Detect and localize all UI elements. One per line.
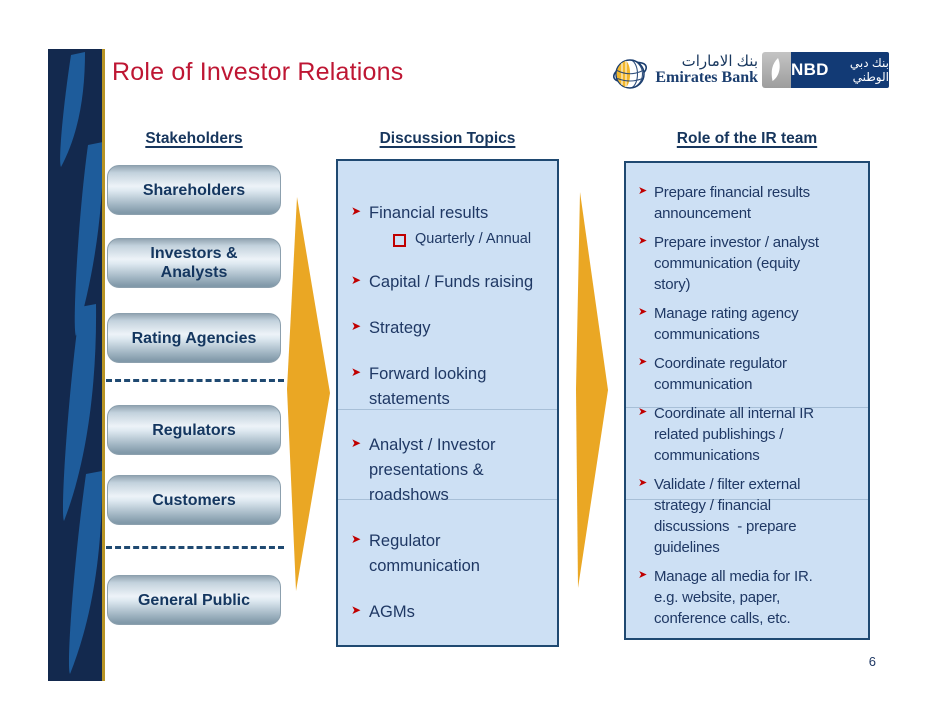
bullet-arrow-icon: ➤ — [351, 319, 362, 333]
discussion-sub-item: Quarterly / Annual — [393, 229, 551, 249]
flow-arrow-right — [576, 192, 608, 588]
column-header-stakeholders: Stakeholders — [145, 130, 243, 147]
discussion-item: ➤ Strategy — [351, 316, 551, 341]
emirates-bank-wordmark: Emirates Bank — [655, 69, 758, 86]
stakeholder-pill-general-public: General Public — [107, 575, 281, 625]
nbd-arabic-text: بنك دبي الوطني — [849, 56, 889, 84]
emirates-globe-icon — [612, 59, 648, 89]
stakeholder-pill-investors-analysts: Investors & Analysts — [107, 238, 281, 288]
stakeholder-pill-regulators: Regulators — [107, 405, 281, 455]
dashed-separator — [106, 546, 284, 549]
nbd-sail-emblem — [762, 52, 791, 88]
bullet-arrow-icon: ➤ — [638, 569, 648, 581]
page-title: Role of Investor Relations — [112, 58, 404, 86]
flow-arrow-left — [287, 197, 330, 591]
box-divider — [626, 407, 868, 408]
bullet-arrow-icon: ➤ — [638, 306, 648, 318]
discussion-topics-box: ➤ Financial results Quarterly / Annual ➤… — [336, 159, 559, 647]
ir-team-item: ➤ Coordinate regulator communication — [638, 355, 787, 393]
bullet-arrow-icon: ➤ — [638, 406, 648, 418]
box-divider — [626, 499, 868, 500]
page-number: 6 — [868, 654, 876, 669]
column-header-ir-team: Role of the IR team — [676, 130, 818, 147]
ir-team-item: ➤ Manage all media for IR. e.g. website,… — [638, 568, 813, 627]
bullet-arrow-icon: ➤ — [638, 185, 648, 197]
ir-team-item: ➤ Prepare investor / analyst communicati… — [638, 234, 819, 293]
ir-team-item: ➤ Manage rating agency communications — [638, 305, 799, 343]
discussion-item: ➤ Analyst / Investor presentations & roa… — [351, 433, 551, 508]
sub-bullet-square-icon — [393, 234, 406, 247]
discussion-item: ➤ AGMs — [351, 600, 551, 625]
ir-team-item: ➤ Prepare financial results announcement — [638, 184, 810, 222]
emirates-arabic-text: بنك الامارات — [681, 53, 758, 70]
bullet-arrow-icon: ➤ — [351, 204, 362, 218]
bullet-arrow-icon: ➤ — [351, 273, 362, 287]
sidebar-calligraphy-graphic — [48, 49, 105, 681]
stakeholder-pill-customers: Customers — [107, 475, 281, 525]
box-divider — [338, 499, 557, 500]
box-divider — [338, 409, 557, 410]
bullet-arrow-icon: ➤ — [351, 436, 362, 450]
stakeholder-pill-rating-agencies: Rating Agencies — [107, 313, 281, 363]
discussion-item: ➤ Forward looking statements — [351, 362, 551, 412]
ir-team-item: ➤ Coordinate all internal IR related pub… — [638, 405, 814, 464]
bullet-arrow-icon: ➤ — [638, 356, 648, 368]
discussion-item: ➤ Capital / Funds raising — [351, 270, 551, 295]
nbd-sail-icon — [771, 58, 780, 81]
bullet-arrow-icon: ➤ — [351, 532, 362, 546]
nbd-logo-box: NBD بنك دبي الوطني — [791, 52, 889, 88]
discussion-item: ➤ Financial results Quarterly / Annual — [351, 201, 551, 249]
bullet-arrow-icon: ➤ — [351, 603, 362, 617]
bullet-arrow-icon: ➤ — [638, 477, 648, 489]
bullet-arrow-icon: ➤ — [638, 235, 648, 247]
nbd-wordmark: NBD — [791, 60, 829, 79]
stakeholder-pill-shareholders: Shareholders — [107, 165, 281, 215]
bullet-arrow-icon: ➤ — [351, 365, 362, 379]
column-header-discussion-topics: Discussion Topics — [379, 130, 516, 147]
ir-team-box: ➤ Prepare financial results announcement… — [624, 161, 870, 640]
ir-team-item: ➤ Validate / filter external strategy / … — [638, 476, 801, 556]
discussion-item: ➤ Regulator communication — [351, 529, 551, 579]
dashed-separator — [106, 379, 284, 382]
